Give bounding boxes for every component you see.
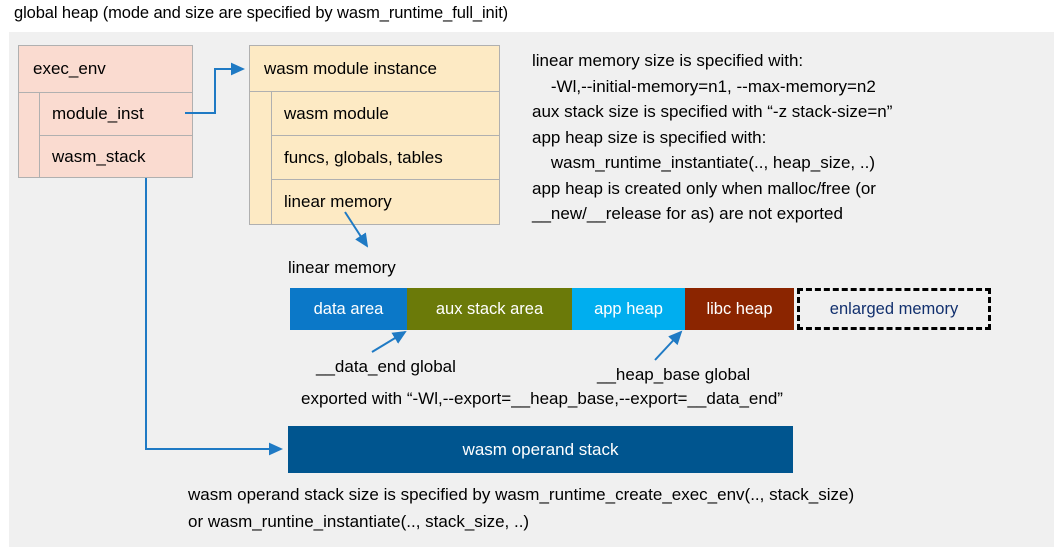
wasm-module-instance-gutter <box>250 92 272 224</box>
exec-env-header: exec_env <box>19 46 192 93</box>
wasm-operand-stack-box: wasm operand stack <box>288 426 793 473</box>
exec-env-field-module-inst: module_inst <box>40 93 192 136</box>
annotation-export-flags: exported with “-Wl,--export=__heap_base,… <box>301 389 783 408</box>
memory-segment-enlarged-memory: enlarged memory <box>797 288 991 330</box>
exec-env-field-list: module_inst wasm_stack <box>40 93 192 178</box>
exec-env-body: module_inst wasm_stack <box>19 93 192 178</box>
memory-segment-libc-heap: libc heap <box>685 288 794 330</box>
memory-segment-app-heap: app heap <box>572 288 685 330</box>
wasm-module-instance-box: wasm module instance wasm module funcs, … <box>249 45 500 225</box>
linear-memory-note: linear memory size is specified with: -W… <box>532 51 893 223</box>
linear-memory-bar: data area aux stack area app heap libc h… <box>290 288 991 330</box>
wasm-module-instance-body: wasm module funcs, globals, tables linea… <box>250 92 499 224</box>
exec-env-gutter <box>19 93 40 178</box>
memory-segment-aux-stack-area: aux stack area <box>407 288 572 330</box>
module-field-linear-memory: linear memory <box>284 192 392 211</box>
exec-env-field-wasm-stack: wasm_stack <box>52 146 146 166</box>
module-field-funcs-globals-tables: funcs, globals, tables <box>272 136 499 180</box>
page-title: global heap (mode and size are specified… <box>14 4 509 22</box>
wasm-module-instance-header: wasm module instance <box>250 46 499 92</box>
annotation-data-end-global: __data_end global <box>316 357 456 376</box>
exec-env-box: exec_env module_inst wasm_stack <box>18 45 193 178</box>
annotation-heap-base-global: __heap_base global <box>597 365 751 384</box>
wasm-operand-stack-note: wasm operand stack size is specified by … <box>188 485 855 531</box>
linear-memory-caption: linear memory <box>288 258 396 277</box>
module-field-wasm-module: wasm module <box>272 92 499 136</box>
wasm-module-instance-field-list: wasm module funcs, globals, tables linea… <box>272 92 499 224</box>
memory-segment-data-area: data area <box>290 288 407 330</box>
